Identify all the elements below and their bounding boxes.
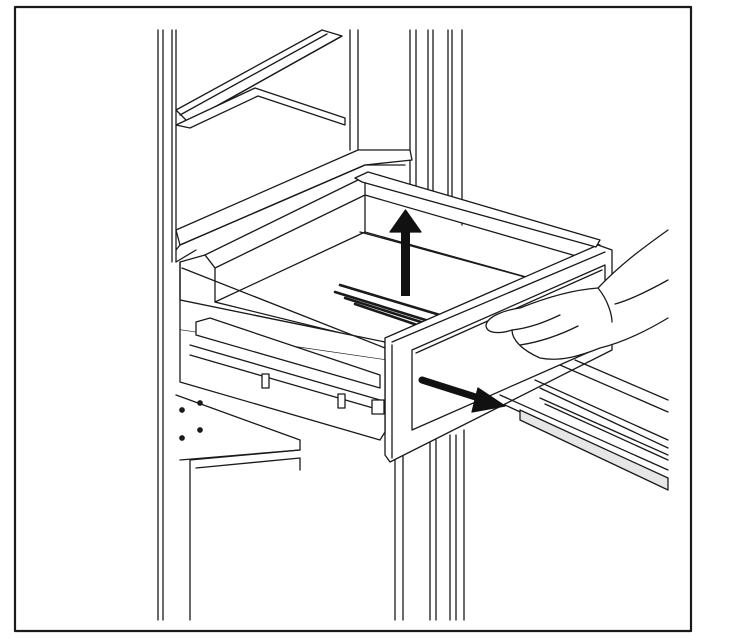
- mount-hole: [197, 400, 203, 406]
- rail-clip: [261, 373, 270, 389]
- mount-hole: [179, 435, 185, 441]
- rail-clip: [337, 393, 346, 409]
- right-rail-extension: [499, 359, 669, 491]
- arrow-pull-out-icon: [418, 376, 506, 413]
- upper-shelf: [175, 29, 346, 129]
- slide-rail: [179, 317, 386, 441]
- middle-shelf: [175, 149, 413, 263]
- mount-hole: [197, 427, 203, 433]
- mount-hole: [179, 407, 185, 413]
- cabinet-left-wall: [157, 29, 177, 621]
- hand-icon: [485, 229, 669, 360]
- rail-latch: [371, 399, 385, 415]
- arrow-up-icon: [389, 209, 422, 296]
- lower-compartment: [175, 394, 301, 621]
